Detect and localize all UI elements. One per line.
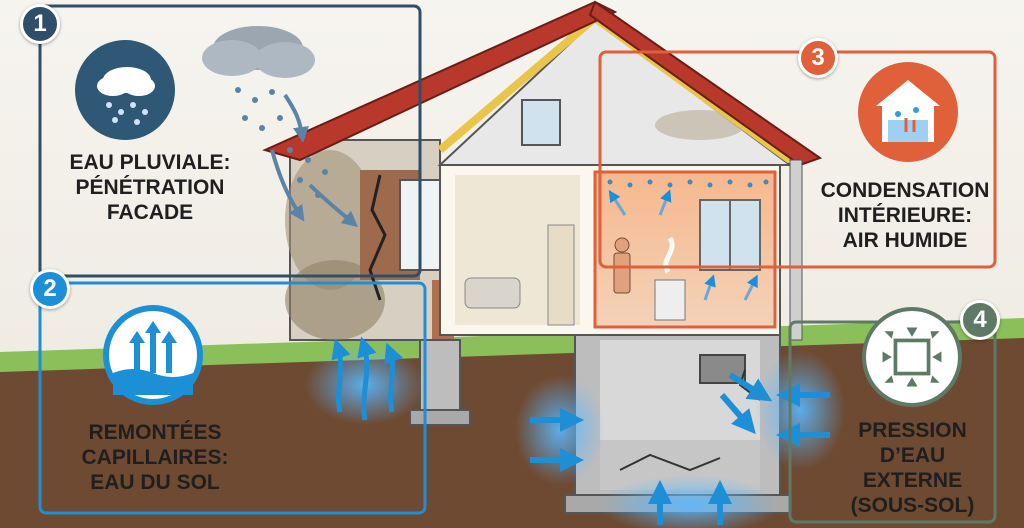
badge-3: 3	[798, 38, 838, 78]
badge-4: 4	[960, 300, 1000, 340]
roof-left	[262, 0, 618, 162]
pressure-glow-left	[515, 375, 605, 485]
pressure-glow-bottom	[600, 475, 780, 528]
badge-1: 1	[20, 4, 60, 44]
rain-cloud-icon	[75, 40, 175, 140]
badge-2: 2	[30, 269, 70, 309]
panel-4-line-4: (SOUS-SOL)	[850, 494, 975, 517]
panel-2-label: REMONTÉES CAPILLAIRES: EAU DU SOL	[75, 420, 235, 495]
sofa	[464, 277, 521, 309]
panel-2-line-2: CAPILLAIRES:	[81, 446, 229, 469]
condensation-house-icon	[858, 62, 958, 162]
humid-air-arrows	[608, 189, 758, 301]
panel-1-line-1: EAU PLUVIALE:	[69, 151, 231, 174]
panel-1-label: EAU PLUVIALE: PÉNÉTRATION FACADE	[55, 150, 245, 225]
capillary-arrows	[331, 336, 403, 421]
pressure-arrows	[530, 372, 830, 525]
floor-crack	[619, 453, 721, 472]
panel-4-line-1: PRESSION	[858, 419, 967, 442]
panel-1-line-3: FACADE	[106, 201, 194, 224]
stove	[654, 279, 686, 321]
wall-crack	[368, 174, 387, 301]
panel-3-frame	[598, 50, 997, 269]
panel-1-line-2: PÉNÉTRATION	[75, 176, 225, 199]
panel-3-line-1: CONDENSATION	[820, 179, 990, 202]
panel-3-line-2: INTÉRIEURE:	[837, 204, 973, 227]
pressure-glow-right	[755, 350, 845, 470]
panel-4-label: PRESSION D’EAU EXTERNE (SOUS-SOL)	[845, 418, 980, 518]
steam	[663, 236, 675, 274]
condensation-drops	[607, 179, 769, 188]
capillary-rise-icon	[103, 305, 203, 405]
attic-window	[521, 99, 561, 146]
panel-1-frame	[38, 4, 422, 278]
person	[614, 237, 630, 253]
panel-3-line-3: AIR HUMIDE	[842, 229, 968, 252]
panel-2-frame	[38, 281, 427, 515]
rain-cloud	[202, 26, 315, 78]
panel-3-label: CONDENSATION INTÉRIEURE: AIR HUMIDE	[815, 178, 995, 253]
panel-4-line-2: D’EAU	[879, 444, 946, 467]
panel-4-line-3: EXTERNE	[862, 469, 963, 492]
panel-2-line-1: REMONTÉES	[88, 421, 222, 444]
panel-2-line-3: EAU DU SOL	[90, 471, 220, 494]
external-pressure-icon	[862, 307, 962, 407]
